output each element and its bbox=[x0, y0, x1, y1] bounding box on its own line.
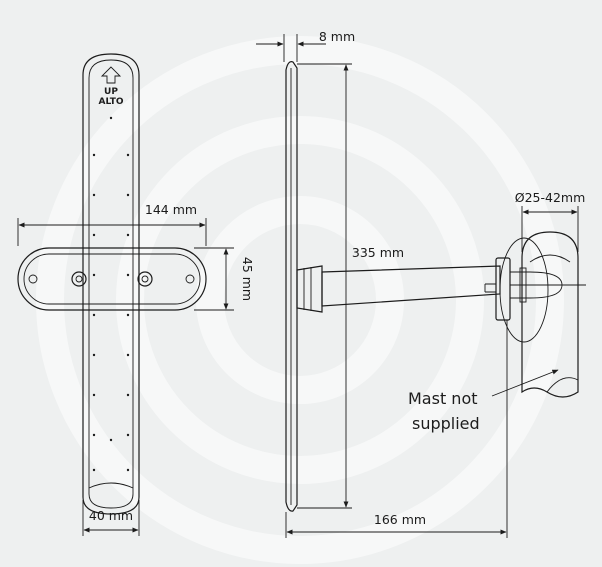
clamp-ring bbox=[499, 237, 549, 343]
side-view: 8 mm 335 mm Ø25-42mm Mast not supplied 1… bbox=[256, 29, 586, 538]
watermark-rings bbox=[36, 36, 564, 564]
mast bbox=[521, 231, 579, 398]
antenna-panel bbox=[82, 53, 140, 515]
dim-144-label: 144 mm bbox=[145, 202, 197, 217]
front-view: UP ALTO 144 mm 45 mm bbox=[17, 53, 255, 536]
bracket-hole-left bbox=[28, 274, 38, 284]
panel-dots bbox=[92, 116, 130, 472]
dim-40-label: 40 mm bbox=[89, 508, 133, 523]
mounting-bracket bbox=[17, 247, 207, 311]
note-line-2: supplied bbox=[412, 414, 480, 433]
bracket-hole-right bbox=[185, 274, 195, 284]
dim-mast-label: Ø25-42mm bbox=[515, 190, 586, 205]
mount-boss bbox=[296, 265, 323, 313]
dim-8-label: 8 mm bbox=[319, 29, 355, 44]
dim-45-label: 45 mm bbox=[240, 257, 255, 301]
panel-label-up: UP bbox=[104, 87, 118, 97]
clamp-plate bbox=[495, 257, 511, 321]
dim-166-label: 166 mm bbox=[374, 512, 426, 527]
bolt-right bbox=[137, 271, 153, 287]
note-leader bbox=[491, 369, 559, 397]
note-line-1: Mast not bbox=[408, 389, 478, 408]
up-arrow-icon bbox=[100, 66, 122, 84]
antenna-side-profile bbox=[285, 61, 298, 512]
dim-335-label: 335 mm bbox=[352, 245, 404, 260]
bolt-left bbox=[71, 271, 87, 287]
panel-label-alto: ALTO bbox=[98, 97, 123, 107]
